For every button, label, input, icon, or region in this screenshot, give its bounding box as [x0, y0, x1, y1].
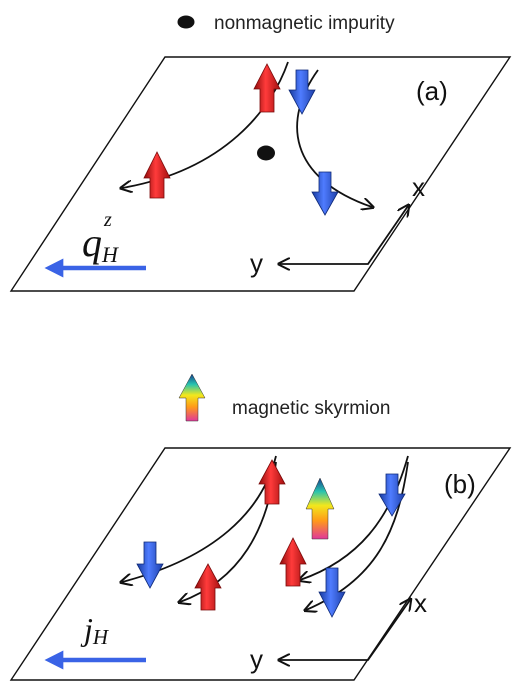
trajectory-b-right-outer — [300, 455, 409, 580]
axis-b-corner — [280, 600, 410, 660]
rainbow-arrow-icon — [178, 373, 206, 422]
black-dot-icon — [177, 15, 195, 29]
panel-a: (a) x y qH z — [9, 56, 512, 292]
spin-hall-current-label: qH — [82, 220, 119, 267]
hall-current-label: jH — [80, 611, 110, 649]
spin-up-arrow — [279, 537, 307, 587]
legend-nonmagnetic-impurity: nonmagnetic impurity — [177, 13, 395, 34]
spin-down-arrow — [136, 541, 164, 589]
legend-nonmagnetic-impurity-label: nonmagnetic impurity — [214, 13, 395, 34]
axis-a-corner — [280, 206, 408, 264]
magnetic-skyrmion-arrow — [305, 477, 335, 540]
axis-a-x-label: x — [412, 172, 425, 202]
panel-a-label: (a) — [416, 76, 448, 106]
panel-b: (b) x y jH — [9, 447, 512, 681]
spin-up-arrow — [143, 151, 171, 199]
panel-b-label: (b) — [444, 469, 476, 499]
spin-down-arrow — [288, 69, 316, 115]
spin-down-arrow — [378, 473, 406, 517]
legend-magnetic-skyrmion-label: magnetic skyrmion — [232, 398, 390, 419]
spin-up-arrow — [258, 459, 286, 505]
axis-a-y-label: y — [250, 248, 263, 278]
legend-magnetic-skyrmion: magnetic skyrmion — [178, 373, 390, 422]
nonmagnetic-impurity-dot — [257, 145, 275, 161]
spin-hall-current-superscript: z — [103, 209, 112, 231]
axis-b-y-label: y — [250, 644, 263, 674]
spin-up-arrow — [194, 563, 222, 611]
spin-up-arrow — [253, 63, 281, 113]
axis-b-x-label: x — [414, 588, 427, 618]
